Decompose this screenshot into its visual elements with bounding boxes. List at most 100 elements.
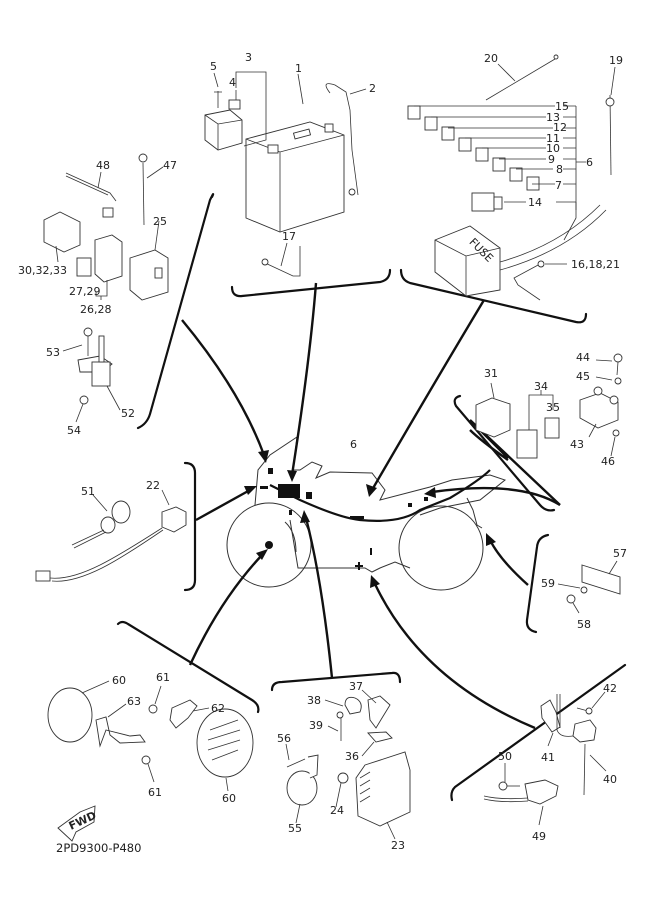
grommet-46 <box>612 429 620 437</box>
arrow-switches <box>372 581 536 730</box>
lead-38 <box>324 699 344 707</box>
callout-41: 41 <box>541 751 555 764</box>
harness-block-b <box>268 468 273 474</box>
cable-tie-20-head <box>553 54 559 60</box>
connectors-right-group <box>475 353 623 459</box>
lead-42 <box>591 691 606 709</box>
callout-30-32-33: 30,32,33 <box>18 264 67 277</box>
lead-48 <box>97 171 102 189</box>
switch-40 <box>572 719 597 796</box>
frame-outline <box>289 519 411 573</box>
cable-17 <box>262 246 301 277</box>
callout-1: 1 <box>295 62 302 75</box>
nut-54 <box>79 395 89 405</box>
bracket-reflector <box>525 533 550 634</box>
bracket-43 <box>579 386 619 429</box>
reflector-57 <box>581 564 621 595</box>
fuse-leaders <box>414 105 586 210</box>
tail-outline <box>466 497 483 529</box>
harness-48 <box>65 172 117 202</box>
leader-arrows <box>181 282 561 730</box>
callout-43: 43 <box>570 438 584 451</box>
callout-6-bike: 6 <box>350 438 357 451</box>
callout-52: 52 <box>121 407 135 420</box>
lead-45 <box>595 376 613 381</box>
bracket-socket <box>183 461 197 592</box>
bracket-36 <box>367 731 393 743</box>
arrow-connectors-line <box>431 486 561 507</box>
connector-34 <box>516 429 538 459</box>
arrow-fuses-head <box>366 484 377 497</box>
callout-48: 48 <box>96 159 110 172</box>
lead-17 <box>280 242 288 267</box>
lead-26-bracket <box>95 280 108 300</box>
connector-22-wire <box>49 527 164 582</box>
callout-11: 11 <box>546 132 560 145</box>
arrow-battery-head <box>287 470 297 482</box>
lead-39 <box>327 725 339 732</box>
callout-9: 9 <box>548 153 555 166</box>
arrow-fuses <box>370 299 486 491</box>
cable-17-eye <box>261 258 269 266</box>
callout-36: 36 <box>345 750 359 763</box>
callout-54: 54 <box>67 424 81 437</box>
battery-cable-terminal <box>348 188 356 196</box>
callout-63: 63 <box>127 695 141 708</box>
callout-57: 57 <box>613 547 627 560</box>
battery <box>245 121 345 233</box>
rear-reflector-group <box>557 560 621 614</box>
callout-5: 5 <box>210 60 217 73</box>
arrow-connectors <box>469 419 561 506</box>
lead-40 <box>589 754 607 772</box>
stay-63 <box>95 716 146 748</box>
switch-49-wire <box>483 795 529 803</box>
front-reflectors-group: FWD <box>47 680 254 842</box>
connector-22 <box>161 506 187 533</box>
fuse-group: FUSE <box>407 54 616 301</box>
harness-block-c <box>350 516 364 519</box>
lead-31 <box>490 382 495 399</box>
bracket-37 <box>367 695 391 729</box>
arrow-socket-head <box>244 486 257 495</box>
arrow-relays-left <box>181 319 266 456</box>
lead-61-upper <box>154 685 162 705</box>
harness-block-a <box>306 492 312 499</box>
lead-56 <box>285 743 290 761</box>
fender-outline <box>284 521 297 553</box>
callout-2: 2 <box>369 82 376 95</box>
callout-40: 40 <box>603 773 617 786</box>
callout-15: 15 <box>555 100 569 113</box>
callout-labels: 1 2 3 4 5 17 20 19 15 13 12 11 10 9 6 8 … <box>18 51 627 855</box>
callout-14: 14 <box>528 196 542 209</box>
fuse-harness <box>499 204 607 271</box>
nut-61-lower <box>141 755 151 765</box>
socket-marker <box>260 486 268 489</box>
lead-fuse-box <box>563 202 577 241</box>
callout-35: 35 <box>546 401 560 414</box>
ecu-23 <box>355 751 411 827</box>
holder-38 <box>344 696 362 715</box>
lead-63 <box>107 703 127 718</box>
callout-59: 59 <box>541 577 555 590</box>
lead-51 <box>92 494 108 512</box>
cable-tie-16-head <box>537 260 545 268</box>
relays-left-group <box>43 153 169 423</box>
callout-46: 46 <box>601 455 615 468</box>
callout-37: 37 <box>349 680 363 693</box>
callout-20: 20 <box>484 52 498 65</box>
callout-27-29: 27,29 <box>69 285 101 298</box>
cable-tie-16 <box>513 263 541 301</box>
plus-marker <box>355 562 363 570</box>
reflector-60-right <box>196 708 254 778</box>
harness-block-d <box>408 503 412 507</box>
callout-3: 3 <box>245 51 252 64</box>
starter-relay <box>204 109 243 151</box>
bracket-ecu <box>270 671 402 692</box>
lead-59 <box>557 583 581 589</box>
switch-marker <box>370 548 372 555</box>
bracket-front <box>116 620 260 714</box>
switch-40-wire <box>556 694 574 737</box>
grommet-24 <box>337 772 349 784</box>
arrow-ecu <box>304 517 334 679</box>
